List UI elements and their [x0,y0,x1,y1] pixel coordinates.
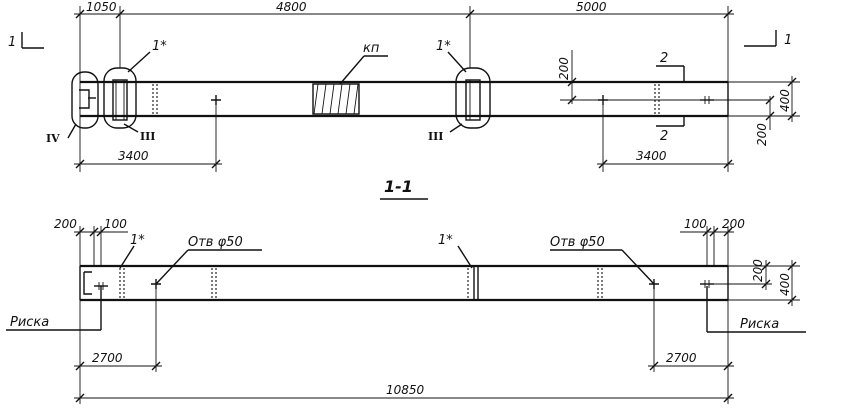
section-dim-total-ticks [75,393,733,403]
kp-leader [339,55,365,85]
dim-3400-left: 3400 [118,149,149,163]
section-mark-2-top-arrow [656,65,685,82]
section-title: 1-1 [384,177,413,196]
node-iii-right-label: III [428,130,443,143]
plan-dim-3400-right-ticks [598,159,733,169]
plan-dim-200-low-ticks [765,95,775,121]
dim-2700-right: 2700 [666,351,697,365]
hole-right-label: Отв φ50 [550,235,605,250]
section-item1-left-leader [119,245,135,269]
dim-total: 10850 [386,383,425,397]
section-dim-top-left-ticks [75,227,106,237]
dim-200-section-left: 200 [54,217,77,231]
section-dim-2700-right-ticks [649,361,733,371]
dim-200-section-right: 200 [722,217,745,231]
section-mark-2-bottom-arrow [656,116,685,127]
dim-5000: 5000 [576,0,607,14]
dim-200-plan-mid: 200 [557,57,571,80]
risk-left-label: Риска [10,315,49,330]
dim-1050: 1050 [86,0,117,14]
section-item1-mid-leader [457,245,473,269]
dim-400-section: 400 [778,273,792,296]
dim-200-section-vert: 200 [751,259,765,282]
section-mark-1-right-arrow [744,30,777,47]
section-item1-mid-label: 1* [438,233,453,248]
node-iv-label: IV [46,132,60,145]
section-mark-2-bottom: 2 [660,129,668,144]
plan-dim-3400-left-ticks [75,159,221,169]
dim-200-plan-low: 200 [755,123,769,146]
section-left-plate [83,271,92,295]
dim-4800: 4800 [276,0,307,14]
node-iii-left-leader [123,123,139,133]
dim-3400-right: 3400 [636,149,667,163]
plan-view: кп 1050 4800 5000 3400 3400 40 [8,0,800,172]
section-risk-right-ticks [704,280,710,288]
kp-label: кп [363,41,380,56]
section-risk-left-ticks [98,282,104,290]
section-mark-1-left-arrow [21,32,44,49]
risk-right-label: Риска [740,317,779,332]
section-mark-2-top: 2 [660,51,668,66]
plan-dim-200-mid-ticks [567,77,577,105]
node-iv-detail [79,89,90,109]
hole-left-label: Отв φ50 [188,235,243,250]
section-dim-400-ticks [787,261,797,305]
section-view: 200 100 100 200 200 400 1* 1* Отв φ50 От… [6,217,806,404]
section-mark-1-right: 1 [784,33,792,48]
hole-right-leader [621,249,655,285]
node-iii-right-outline [455,67,491,129]
dim-2700-left: 2700 [92,351,123,365]
section-dim-2700-left-ticks [75,361,161,371]
dim-100-section-left: 100 [104,217,127,231]
section-dim-200-ticks [761,261,771,289]
node-iii-left-outline [103,67,137,129]
kp-cage [312,83,360,115]
item1-left-label: 1* [152,39,167,54]
node-iii-right-plate [465,79,481,121]
item1-right-label: 1* [436,39,451,54]
item1-right-leader [447,51,467,73]
node-iii-right-leader [449,123,463,133]
node-iii-left-plate [112,79,128,121]
plan-dim-400-ticks [787,77,797,121]
section-mark-1-left: 1 [8,35,16,50]
node-iv-outline [71,71,99,129]
node-iii-left-label: III [140,130,155,143]
section-item1-left-label: 1* [130,233,145,248]
section-dim-top-right-ticks [702,227,733,237]
plan-dim-top-ticks [75,9,733,19]
item1-left-leader [127,51,151,73]
kp-cage-hatch [313,83,359,115]
dim-100-section-right: 100 [684,217,707,231]
hole-left-leader [155,249,189,285]
node-iv-leader [67,123,77,139]
dim-400-plan: 400 [778,89,792,112]
